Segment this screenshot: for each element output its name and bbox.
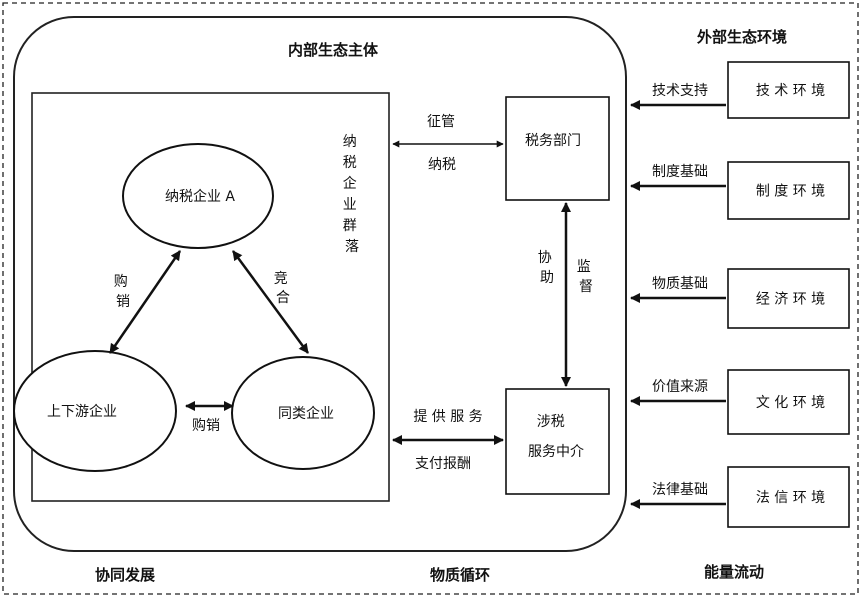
env-link-label-5: 法律基础 xyxy=(652,481,708,498)
relation-a-peer-c2: 合 xyxy=(276,290,290,306)
env-box-label-5: 法 信 环 境 xyxy=(756,490,825,506)
relation-cluster-tax-bottom: 纳税 xyxy=(428,157,456,173)
node-upstream xyxy=(13,350,177,472)
env-link-label-4: 价值来源 xyxy=(652,379,708,395)
relation-a-upstream-c1: 购 xyxy=(114,274,128,290)
env-link-label-3: 物质基础 xyxy=(652,275,708,292)
node-enterprise-a xyxy=(122,143,274,249)
cluster-label-c1: 纳 xyxy=(343,134,357,150)
node-tax-agency-line1: 涉税 xyxy=(537,414,565,430)
inner-ecosystem-boundary xyxy=(13,16,627,552)
relation-cluster-agency-bottom: 支付报酬 xyxy=(415,456,471,472)
env-box-3 xyxy=(727,268,850,329)
taxpayer-cluster-box xyxy=(31,92,390,502)
relation-agency-to-tax-c1: 协 xyxy=(538,250,552,266)
relation-cluster-agency-top: 提 供 服 务 xyxy=(413,409,482,425)
relation-agency-to-tax: 协 助 xyxy=(538,250,556,286)
node-tax-agency-label: 涉税 服务中介 xyxy=(528,414,584,460)
node-peer xyxy=(231,356,375,470)
env-box-2 xyxy=(727,161,850,220)
env-link-label-2: 制度基础 xyxy=(652,163,708,180)
node-upstream-label: 上下游企业 xyxy=(47,403,117,420)
footer-right: 能量流动 xyxy=(704,563,764,581)
env-box-label-4: 文 化 环 境 xyxy=(756,395,825,411)
relation-upstream-peer: 购销 xyxy=(192,418,220,434)
env-box-5 xyxy=(727,466,850,528)
relation-cluster-tax-top: 征管 xyxy=(427,114,455,130)
relation-a-upstream: 购 销 xyxy=(114,274,132,310)
cluster-label-c4: 业 xyxy=(343,197,357,213)
outer-title: 外部生态环境 xyxy=(696,28,787,46)
node-peer-label: 同类企业 xyxy=(278,405,334,422)
env-link-label-1: 技术支持 xyxy=(652,83,708,99)
node-tax-dept xyxy=(505,96,610,201)
cluster-label-c6: 落 xyxy=(345,239,359,255)
relation-tax-to-agency-c1: 监 xyxy=(577,259,591,275)
relation-tax-to-agency-c2: 督 xyxy=(579,279,593,295)
relation-agency-to-tax-c2: 助 xyxy=(540,270,554,286)
node-tax-agency xyxy=(505,388,610,495)
footer-left: 协同发展 xyxy=(95,566,155,584)
inner-title: 内部生态主体 xyxy=(288,41,379,59)
env-box-label-1: 技 术 环 境 xyxy=(756,83,825,99)
relation-tax-to-agency: 监 督 xyxy=(577,259,595,295)
env-box-1 xyxy=(727,61,850,119)
node-tax-dept-label: 税务部门 xyxy=(525,133,581,149)
cluster-label-c2: 税 xyxy=(343,155,357,171)
relation-a-peer-c1: 竞 xyxy=(274,270,288,287)
cluster-label: 纳 税 企 业 群 落 xyxy=(343,134,361,255)
env-box-4 xyxy=(727,369,850,435)
relation-a-upstream-c2: 销 xyxy=(116,294,130,310)
env-box-label-2: 制 度 环 境 xyxy=(756,184,825,200)
node-tax-agency-line2: 服务中介 xyxy=(528,444,584,460)
cluster-label-c5: 群 xyxy=(343,218,357,234)
cluster-label-c3: 企 xyxy=(343,175,357,192)
arrow-a-peer xyxy=(231,250,310,354)
node-enterprise-a-label: 纳税企业 A xyxy=(165,188,235,205)
arrow-a-upstream xyxy=(108,250,182,354)
footer-middle: 物质循环 xyxy=(430,566,490,584)
relation-a-peer: 竞 合 xyxy=(274,270,292,306)
env-box-label-3: 经 济 环 境 xyxy=(756,292,825,308)
